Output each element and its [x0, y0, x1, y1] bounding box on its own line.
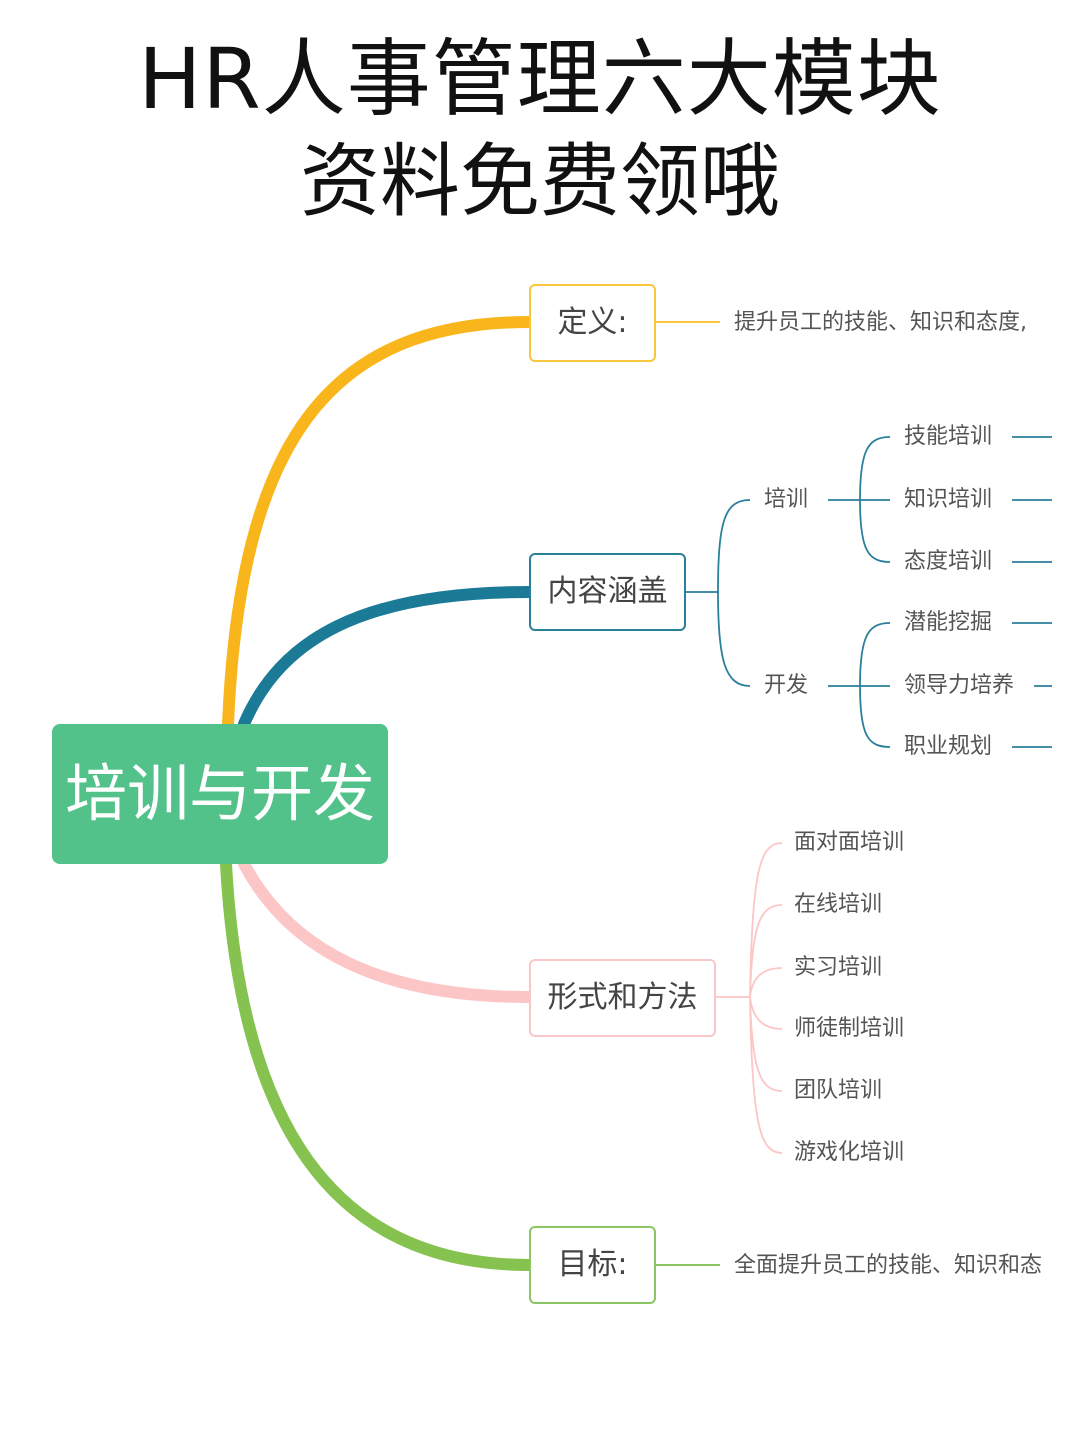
page-subtitle: 资料免费领哦	[300, 135, 780, 228]
page-title: HR人事管理六大模块	[138, 30, 942, 128]
training-item: 知识培训	[904, 487, 993, 512]
branch-content: 内容涵盖	[529, 553, 686, 631]
link-training-items	[828, 436, 891, 563]
training-item: 技能培训	[904, 424, 993, 449]
development-item: 潜能挖掘	[904, 610, 993, 635]
forms-item: 团队培训	[794, 1078, 883, 1103]
leaf-tails	[1012, 436, 1052, 748]
branch-definition: 定义:	[529, 284, 656, 362]
branch-forms: 形式和方法	[529, 959, 716, 1037]
branch-goal: 目标:	[529, 1226, 656, 1304]
development-item: 领导力培养	[904, 673, 1015, 698]
link-goal	[220, 858, 535, 1271]
goal-text: 全面提升员工的技能、知识和态	[734, 1253, 1043, 1278]
forms-item: 在线培训	[794, 892, 883, 917]
definition-text: 提升员工的技能、知识和态度,	[734, 310, 1027, 335]
link-definition	[222, 316, 535, 730]
link-forms	[238, 858, 535, 1003]
content-development: 开发	[764, 673, 809, 698]
content-training: 培训	[764, 487, 809, 512]
development-item: 职业规划	[904, 734, 993, 759]
link-forms-items	[716, 842, 783, 1154]
forms-item: 师徒制培训	[794, 1016, 905, 1041]
link-development-items	[828, 622, 891, 748]
forms-item: 实习培训	[794, 955, 883, 980]
link-content-sub	[686, 499, 751, 687]
forms-item: 面对面培训	[794, 830, 905, 855]
training-item: 态度培训	[904, 549, 993, 574]
root-node: 培训与开发	[52, 724, 388, 864]
forms-item: 游戏化培训	[794, 1140, 905, 1165]
link-content	[238, 586, 535, 730]
